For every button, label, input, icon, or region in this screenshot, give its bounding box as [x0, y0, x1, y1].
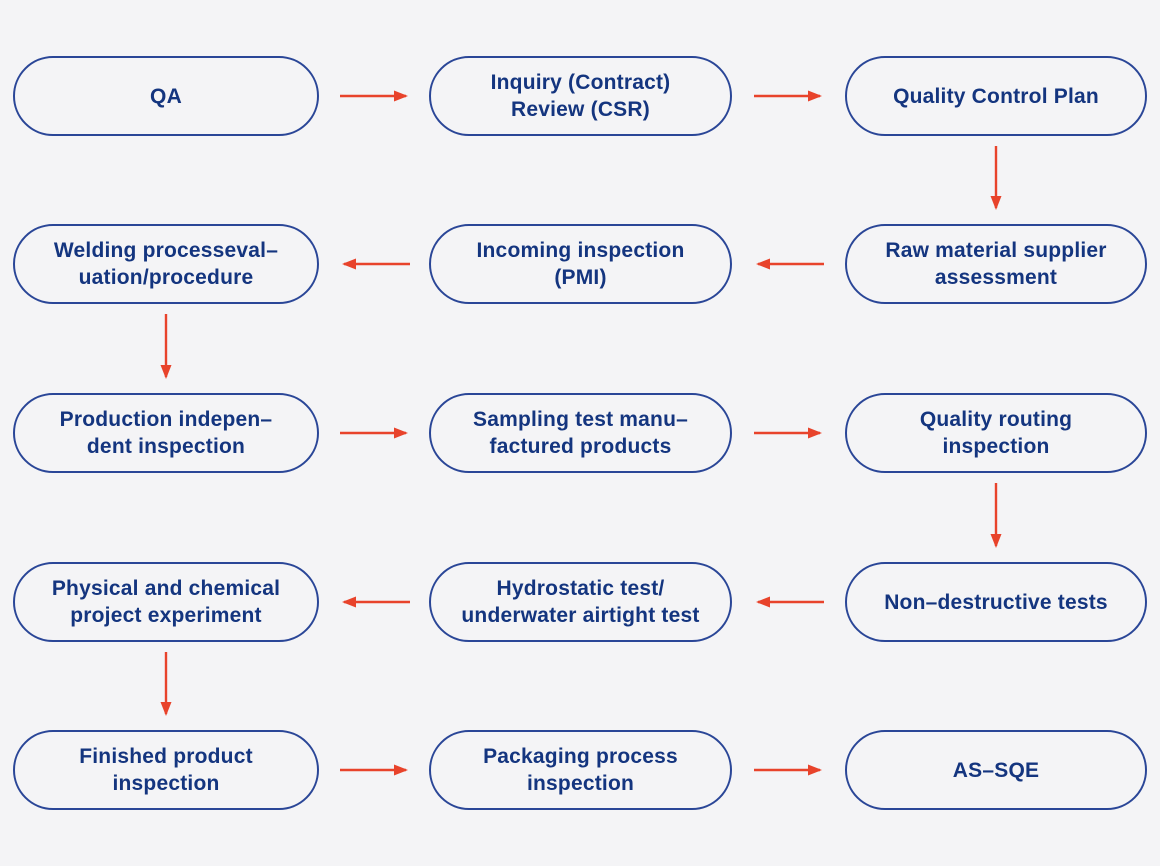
- node-quality-control-plan: Quality Control Plan: [845, 56, 1147, 136]
- node-qa: QA: [13, 56, 319, 136]
- node-quality-routing-inspection: Quality routing inspection: [845, 393, 1147, 473]
- node-packaging-process-inspection: Packaging process inspection: [429, 730, 732, 810]
- node-inquiry-contract-review: Inquiry (Contract) Review (CSR): [429, 56, 732, 136]
- node-raw-material-supplier-assessment: Raw material supplier assessment: [845, 224, 1147, 304]
- node-as-sqe: AS–SQE: [845, 730, 1147, 810]
- node-qa-label: QA: [150, 84, 182, 108]
- node-raw-material-supplier-assessment-label: Raw material supplier assessment: [885, 239, 1107, 289]
- node-non-destructive-tests-label: Non–destructive tests: [884, 590, 1108, 614]
- node-incoming-inspection-pmi: Incoming inspection (PMI): [429, 224, 732, 304]
- node-hydrostatic-underwater-airtight-test-label: Hydrostatic test/ underwater airtight te…: [461, 577, 700, 627]
- node-production-independent-inspection: Production indepen– dent inspection: [13, 393, 319, 473]
- node-non-destructive-tests: Non–destructive tests: [845, 562, 1147, 642]
- node-physical-chemical-project-experiment: Physical and chemical project experiment: [13, 562, 319, 642]
- node-hydrostatic-underwater-airtight-test: Hydrostatic test/ underwater airtight te…: [429, 562, 732, 642]
- node-as-sqe-label: AS–SQE: [952, 758, 1040, 782]
- node-welding-process-evaluation: Welding processeval– uation/procedure: [13, 224, 319, 304]
- node-incoming-inspection-pmi-label: Incoming inspection (PMI): [476, 239, 685, 289]
- node-finished-product-inspection-label: Finished product inspection: [79, 745, 253, 795]
- node-sampling-test-manufactured-products-label: Sampling test manu– factured products: [472, 408, 688, 458]
- node-sampling-test-manufactured-products: Sampling test manu– factured products: [429, 393, 732, 473]
- node-production-independent-inspection-label: Production indepen– dent inspection: [59, 408, 273, 458]
- node-inquiry-contract-review-label: Inquiry (Contract) Review (CSR): [490, 71, 671, 121]
- node-finished-product-inspection: Finished product inspection: [13, 730, 319, 810]
- node-quality-routing-inspection-label: Quality routing inspection: [919, 408, 1073, 458]
- node-packaging-process-inspection-label: Packaging process inspection: [483, 745, 678, 795]
- node-physical-chemical-project-experiment-label: Physical and chemical project experiment: [51, 577, 281, 627]
- node-welding-process-evaluation-label: Welding processeval– uation/procedure: [53, 239, 279, 289]
- node-quality-control-plan-label: Quality Control Plan: [893, 84, 1099, 108]
